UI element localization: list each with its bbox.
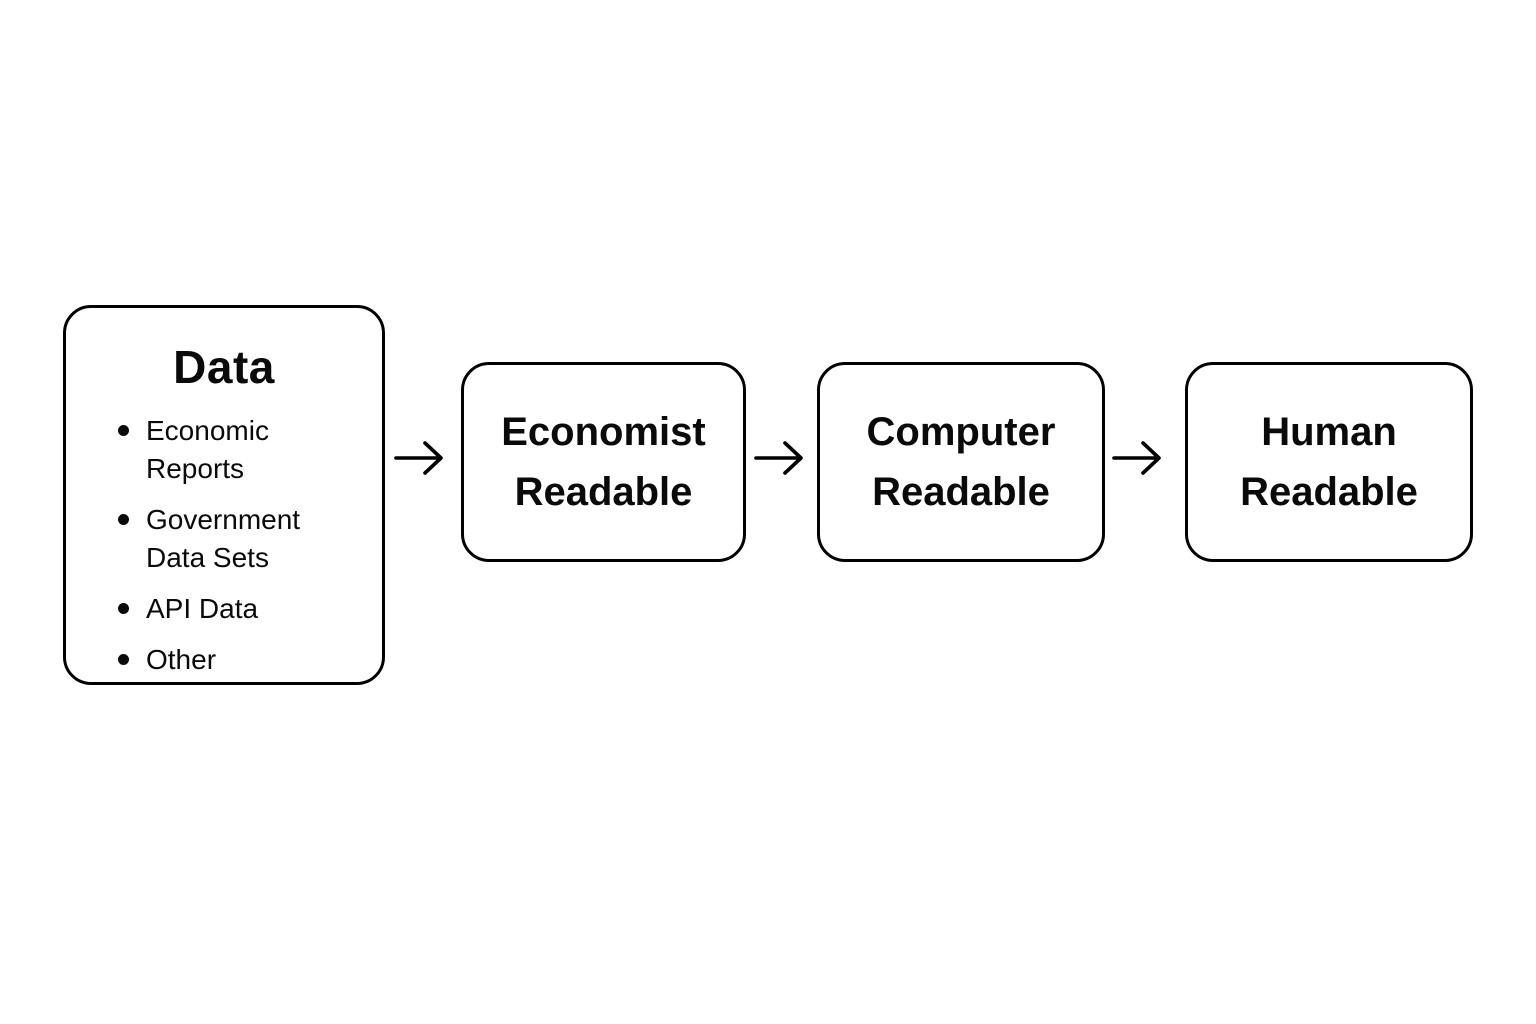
bullet-dot-icon <box>118 425 129 436</box>
list-item: Government Data Sets <box>114 501 364 577</box>
node-economist-readable: Economist Readable <box>461 362 746 562</box>
node-label: Economist Readable <box>501 410 706 514</box>
list-item-label: API Data <box>146 593 259 624</box>
list-item: Economic Reports <box>114 412 364 488</box>
node-data-title: Data <box>173 341 275 393</box>
node-data: Data Economic Reports Government Data Se… <box>63 305 385 685</box>
list-item-label: Economic Reports <box>146 415 269 484</box>
list-item-label: Government Data Sets <box>146 504 301 573</box>
list-item: Other <box>114 641 364 679</box>
list-item-label: Other <box>146 644 217 675</box>
node-label: Computer Readable <box>866 410 1056 514</box>
node-computer-readable: Computer Readable <box>817 362 1105 562</box>
flow-arrow-icon <box>1112 436 1170 480</box>
node-label: Human Readable <box>1240 410 1418 514</box>
flow-arrow-icon <box>754 436 812 480</box>
bullet-dot-icon <box>118 603 129 614</box>
list-item: API Data <box>114 590 364 628</box>
flow-arrow-icon <box>394 436 452 480</box>
bullet-dot-icon <box>118 514 129 525</box>
bullet-dot-icon <box>118 654 129 665</box>
data-bullet-list: Economic Reports Government Data Sets AP… <box>84 412 364 679</box>
node-human-readable: Human Readable <box>1185 362 1473 562</box>
